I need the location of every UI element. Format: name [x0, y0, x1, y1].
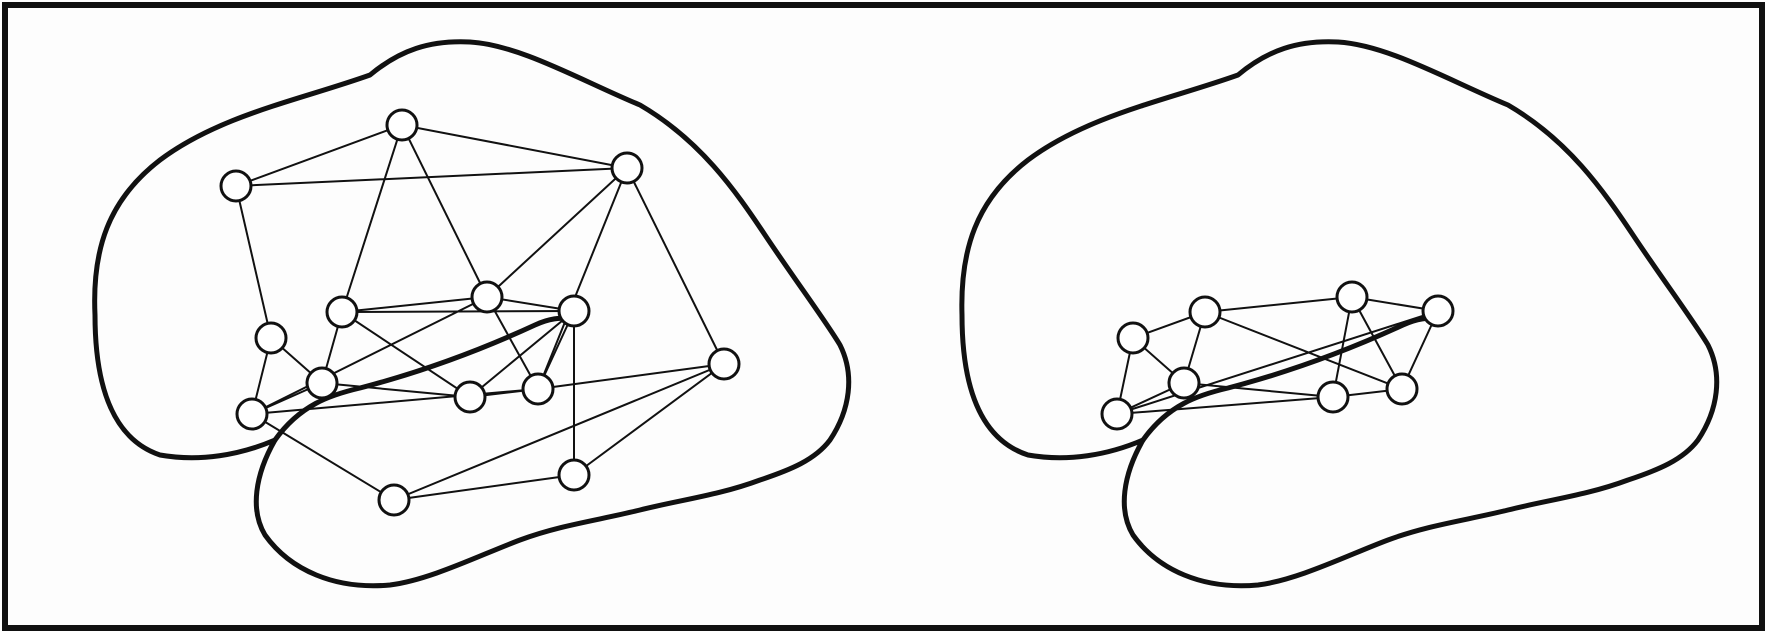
left-network-node: [612, 153, 642, 183]
left-network-node: [472, 282, 502, 312]
right-network-node: [1118, 323, 1148, 353]
left-network-node: [709, 349, 739, 379]
right-network-node: [1169, 368, 1199, 398]
left-network-node: [237, 399, 267, 429]
left-network-node: [523, 374, 553, 404]
right-network-node: [1337, 282, 1367, 312]
right-network-node: [1102, 399, 1132, 429]
left-network-node: [455, 382, 485, 412]
left-network-node: [256, 323, 286, 353]
right-network-node: [1190, 297, 1220, 327]
left-network-node: [379, 485, 409, 515]
left-network-node: [327, 297, 357, 327]
left-network-node: [387, 110, 417, 140]
left-network-node: [221, 171, 251, 201]
left-network-node: [559, 460, 589, 490]
right-network-node: [1423, 296, 1453, 326]
left-network-node: [307, 368, 337, 398]
right-network-node: [1318, 382, 1348, 412]
right-network-node: [1387, 374, 1417, 404]
left-network-node: [559, 296, 589, 326]
